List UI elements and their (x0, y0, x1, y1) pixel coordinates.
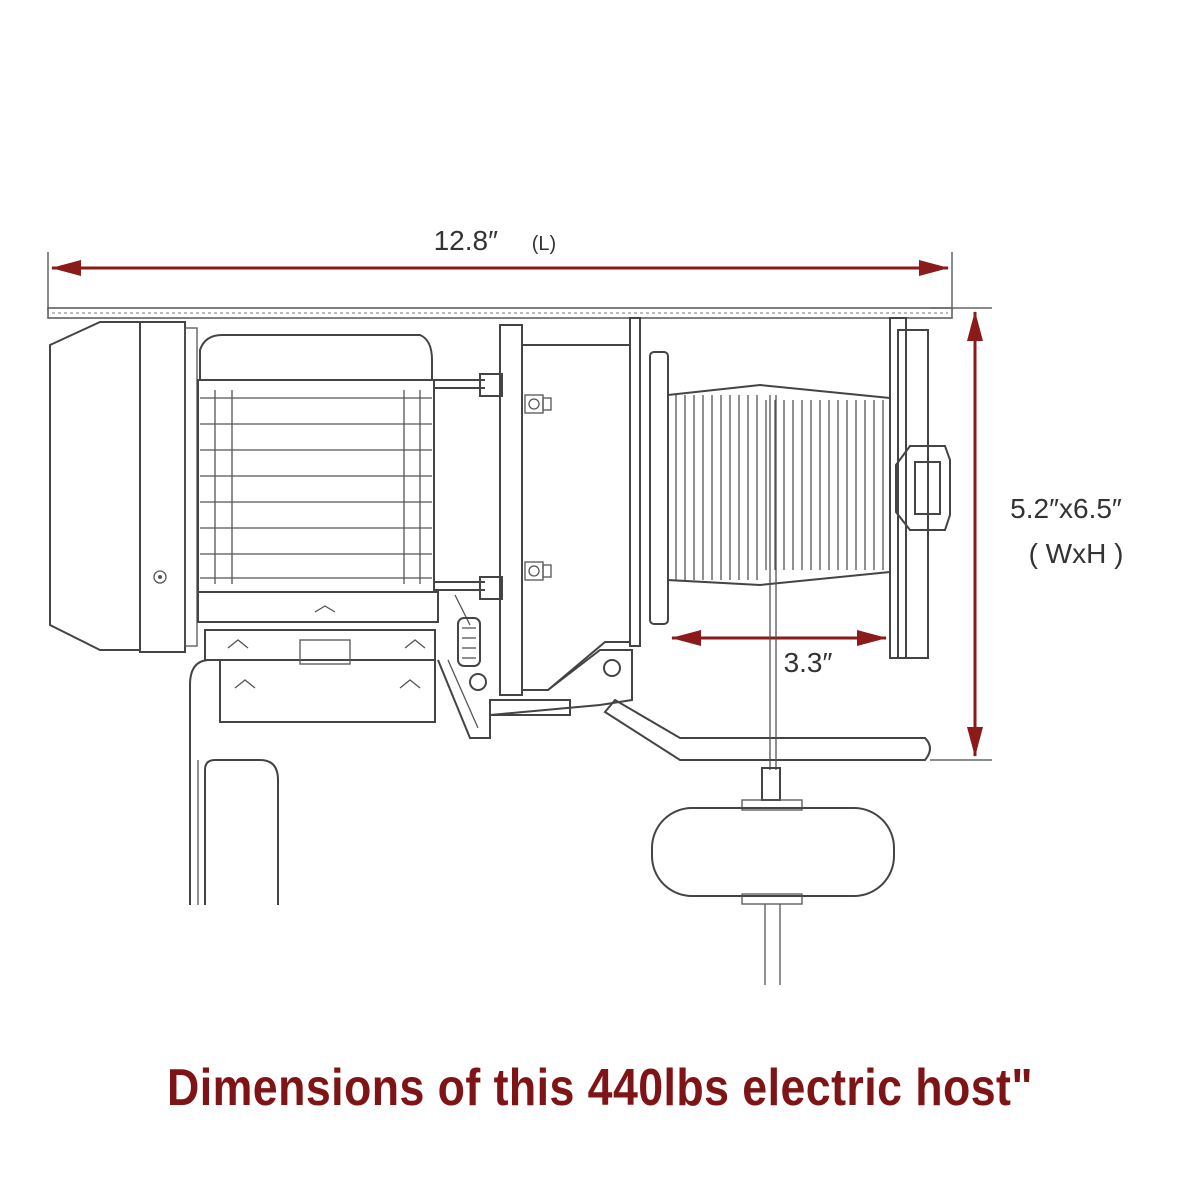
drum-dimension: 3.3″ (671, 630, 887, 678)
motor-body (197, 334, 439, 623)
caption: Dimensions of this 440lbs electric host" (167, 1059, 1033, 1117)
length-value: 12.8″ (434, 225, 498, 256)
hanging-bracket (189, 659, 279, 905)
height-dimension: 5.2″x6.5″ ( WxH ) (930, 307, 1124, 761)
width-height-value: 5.2″x6.5″ (1010, 493, 1122, 524)
length-dimension: 12.8″ (L) (47, 225, 953, 310)
handle-bar (603, 698, 931, 761)
mount-block (204, 629, 436, 723)
width-height-note: ( WxH ) (1029, 538, 1124, 569)
motor-end-cap (49, 321, 198, 653)
drum-value: 3.3″ (784, 647, 833, 678)
gearbox (499, 317, 641, 696)
brake-lever (437, 594, 633, 739)
tie-rods (434, 373, 503, 600)
cable-and-pulley (651, 395, 895, 985)
top-rail (47, 307, 953, 319)
cable-drum (649, 317, 951, 659)
length-unit: (L) (532, 233, 556, 255)
